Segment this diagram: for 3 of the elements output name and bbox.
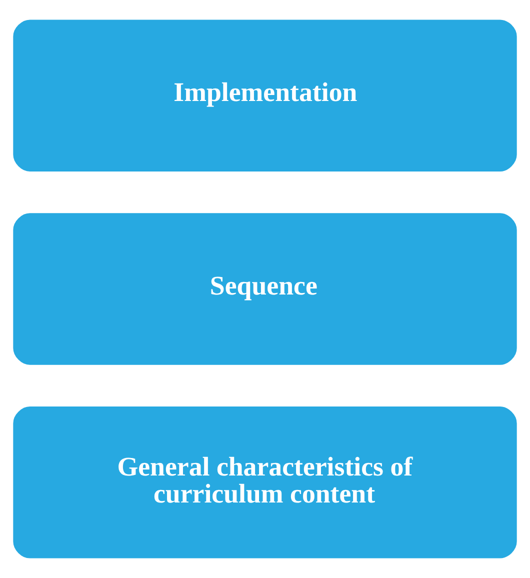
- node-box: General characteristics of curriculum content: [13, 406, 517, 558]
- node-box: Implementation: [13, 20, 517, 172]
- node-box: Sequence: [13, 213, 517, 365]
